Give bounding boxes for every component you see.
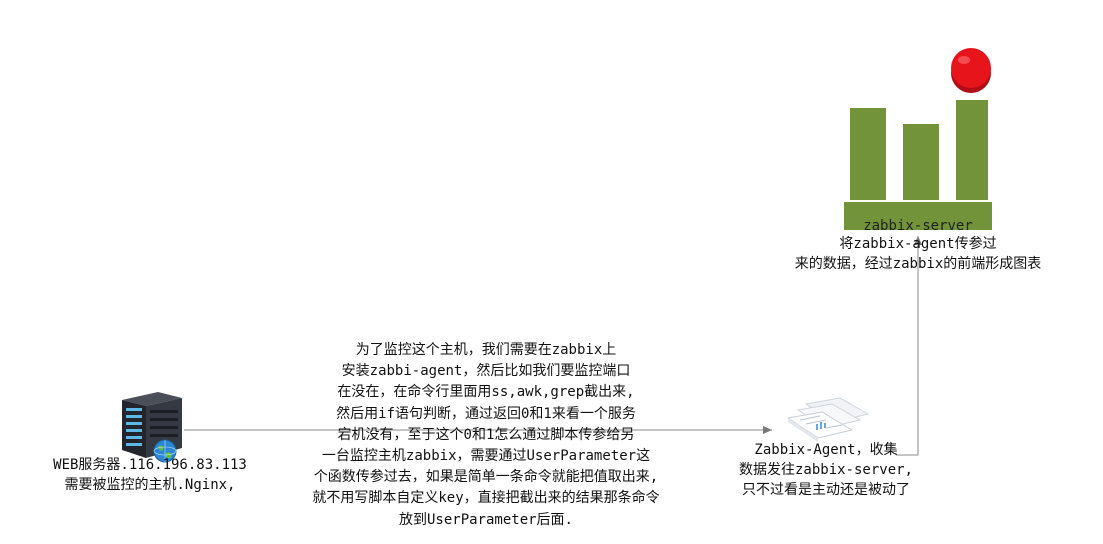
- note-line: 安装zabbi-agent，然后比如我们要监控端口: [341, 363, 631, 380]
- note-line: 一台监控主机zabbix，需要通过UserParameter这: [321, 448, 651, 465]
- zabbix-server-desc-line2: 来的数据，经过zabbix的前端形成图表: [794, 256, 1042, 272]
- note-line: 然后用if语句判断，通过返回0和1来看一个服务: [336, 405, 636, 422]
- web-server-label-line1: WEB服务器.116.196.83.113: [53, 457, 247, 473]
- chart-bar: [850, 108, 886, 200]
- note-line: 在没在，在命令行里面用ss,awk,grep截出来,: [337, 384, 635, 401]
- red-alert-dot-icon: [950, 47, 992, 95]
- note-line: 放到UserParameter后面.: [398, 511, 573, 528]
- globe-icon: [152, 438, 178, 464]
- zabbix-server-desc-line1: 将zabbix-agent传参过: [839, 236, 997, 252]
- bar-chart-icon: [844, 40, 1000, 232]
- note-line: 就不用写脚本自定义key，直接把截出来的结果那条命令: [312, 490, 660, 507]
- note-line: 为了监控这个主机，我们需要在zabbix上: [355, 342, 617, 358]
- chart-baseline: [844, 202, 992, 230]
- zabbix-server-desc: 将zabbix-agent传参过 来的数据，经过zabbix的前端形成图表: [748, 234, 1088, 274]
- agent-label: Zabbix-Agent，收集 数据发往zabbix-server, 只不过看是…: [716, 440, 936, 500]
- arrow-agent-to-zabbix-server: [896, 236, 922, 456]
- web-server-label-line2: 需要被监控的主机.Nginx,: [64, 477, 236, 493]
- document-stack-icon: [776, 396, 876, 456]
- chart-bar: [903, 124, 939, 200]
- chart-bar: [956, 100, 988, 200]
- web-server-label: WEB服务器.116.196.83.113 需要被监控的主机.Nginx,: [30, 455, 270, 495]
- agent-label-line: Zabbix-Agent，收集: [754, 442, 898, 458]
- agent-label-line: 数据发往zabbix-server,: [738, 462, 913, 478]
- note-line: 个函数传参过去，如果是简单一条命令就能把值取出来,: [313, 469, 659, 486]
- middle-note: 为了监控这个主机，我们需要在zabbix上 安装zabbi-agent，然后比如…: [262, 340, 710, 531]
- zabbix-server-title: zabbix-server: [863, 218, 973, 234]
- note-line: 宕机没有，至于这个0和1怎么通过脚本传参给另: [337, 426, 635, 443]
- agent-label-line: 只不过看是主动还是被动了: [742, 482, 910, 498]
